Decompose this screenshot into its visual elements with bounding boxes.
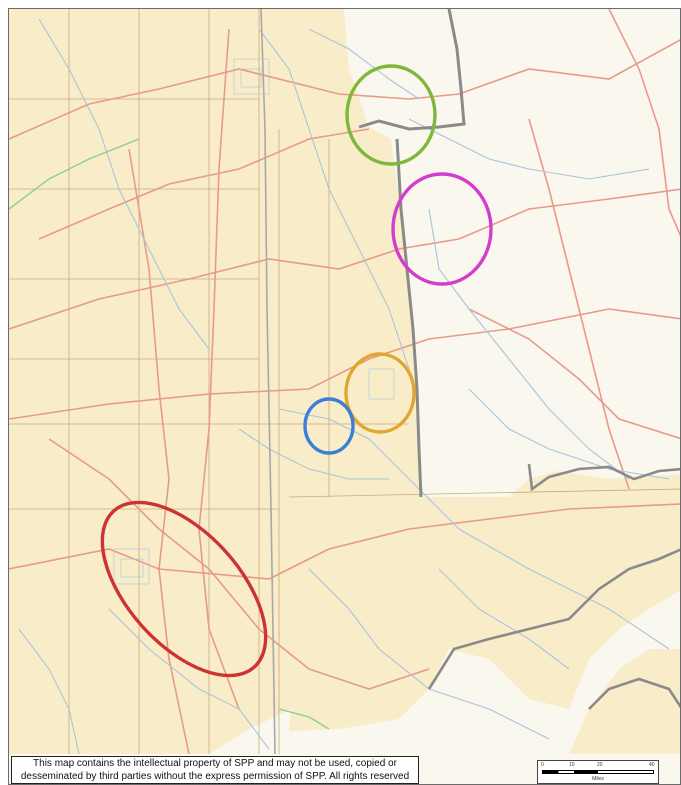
county-lines	[9, 9, 680, 754]
service-area-southeast	[569, 649, 680, 754]
scale-tick-1: 10	[569, 762, 575, 768]
highlight-areas	[72, 64, 493, 704]
map-frame: This map contains the intellectual prope…	[8, 8, 681, 785]
blue-area[interactable]	[303, 397, 355, 455]
boundary-southeast	[427, 548, 680, 690]
notice-line-2: dessеminated by third parties without th…	[20, 770, 410, 782]
copyright-notice: This map contains the intellectual prope…	[11, 756, 419, 784]
orange-area[interactable]	[344, 352, 416, 434]
boundary-south	[527, 463, 680, 492]
urban-clusters	[113, 58, 395, 585]
boundaries	[260, 9, 680, 755]
green-line-south	[278, 708, 330, 730]
transmission-map	[9, 9, 680, 755]
boundary-east-vertical	[395, 138, 423, 498]
scale-units: Miles	[592, 776, 604, 782]
transmission-high-voltage	[9, 9, 680, 755]
state-line-vertical	[260, 9, 276, 755]
scale-tick-3: 40	[649, 762, 655, 768]
scale-bar-graphic	[542, 770, 654, 774]
service-area-west	[9, 9, 680, 754]
transmission-low-voltage	[18, 18, 670, 755]
red-area[interactable]	[72, 473, 296, 704]
notice-line-1: This map contains the intellectual prope…	[33, 758, 397, 769]
boundary-lower-right	[588, 677, 680, 710]
scale-tick-2: 20	[597, 762, 603, 768]
scale-bar: 0 10 20 40 Miles	[537, 760, 659, 784]
magenta-area[interactable]	[391, 172, 493, 286]
service-territory	[9, 9, 680, 754]
green-area[interactable]	[345, 64, 437, 166]
scale-tick-labels: 0 10 20 40	[541, 762, 655, 769]
green-line	[9, 138, 140, 210]
scale-tick-0: 0	[541, 762, 544, 768]
boundary-north	[358, 9, 466, 131]
